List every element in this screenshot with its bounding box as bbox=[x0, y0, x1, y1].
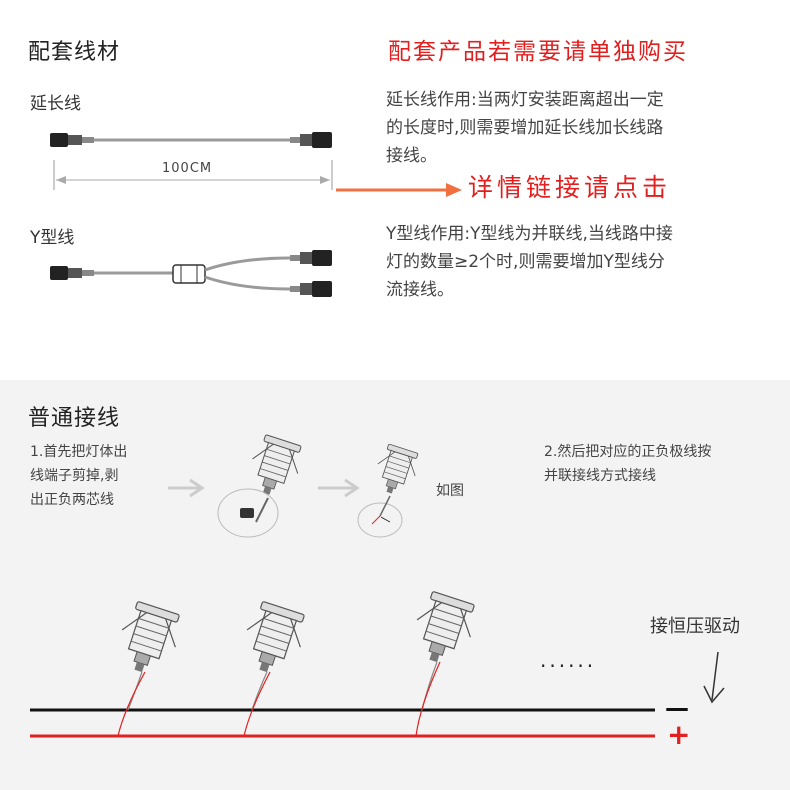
y-cable-description: Y型线作用:Y型线为并联线,当线路中接 灯的数量≥2个时,则需要增加Y型线分 流… bbox=[386, 224, 673, 300]
cable-length-dimension: 100CM bbox=[158, 161, 217, 176]
lamp-icon bbox=[370, 442, 423, 500]
accessories-section: 配套线材 配套产品若需要请单独购买 延长线 bbox=[0, 0, 790, 380]
lamp-icon bbox=[405, 588, 481, 671]
y-cable-label: Y型线 bbox=[30, 228, 75, 248]
accessories-title: 配套线材 bbox=[28, 40, 121, 65]
continuation-dots: ...... bbox=[540, 648, 597, 672]
lamp-icon bbox=[110, 598, 186, 681]
as-shown-label: 如图 bbox=[436, 483, 464, 499]
driver-label: 接恒压驱动 bbox=[650, 616, 740, 637]
purchase-notice: 配套产品若需要请单独购买 bbox=[388, 39, 688, 65]
wiring-diagram bbox=[30, 432, 725, 738]
details-link[interactable]: 详情链接请点击 bbox=[468, 173, 672, 202]
wiring-section: 普通接线 1.首先把灯体出 线端子剪掉,剥 出正负两芯线 2.然后把对应的正负极… bbox=[0, 380, 790, 790]
extension-cable-label: 延长线 bbox=[30, 94, 81, 114]
extension-cable-illustration bbox=[50, 132, 462, 297]
lamp-icon bbox=[235, 598, 311, 681]
lamp-icon bbox=[243, 432, 307, 502]
negative-sign: — bbox=[665, 694, 689, 722]
wiring-title: 普通接线 bbox=[28, 406, 121, 431]
step-2-text: 2.然后把对应的正负极线按 并联接线方式接线 bbox=[544, 444, 712, 484]
step-1-text: 1.首先把灯体出 线端子剪掉,剥 出正负两芯线 bbox=[30, 444, 128, 508]
positive-sign: + bbox=[667, 718, 691, 751]
extension-description: 延长线作用:当两灯安装距离超出一定 的长度时,则需要增加延长线加长线路 接线。 bbox=[386, 90, 664, 166]
